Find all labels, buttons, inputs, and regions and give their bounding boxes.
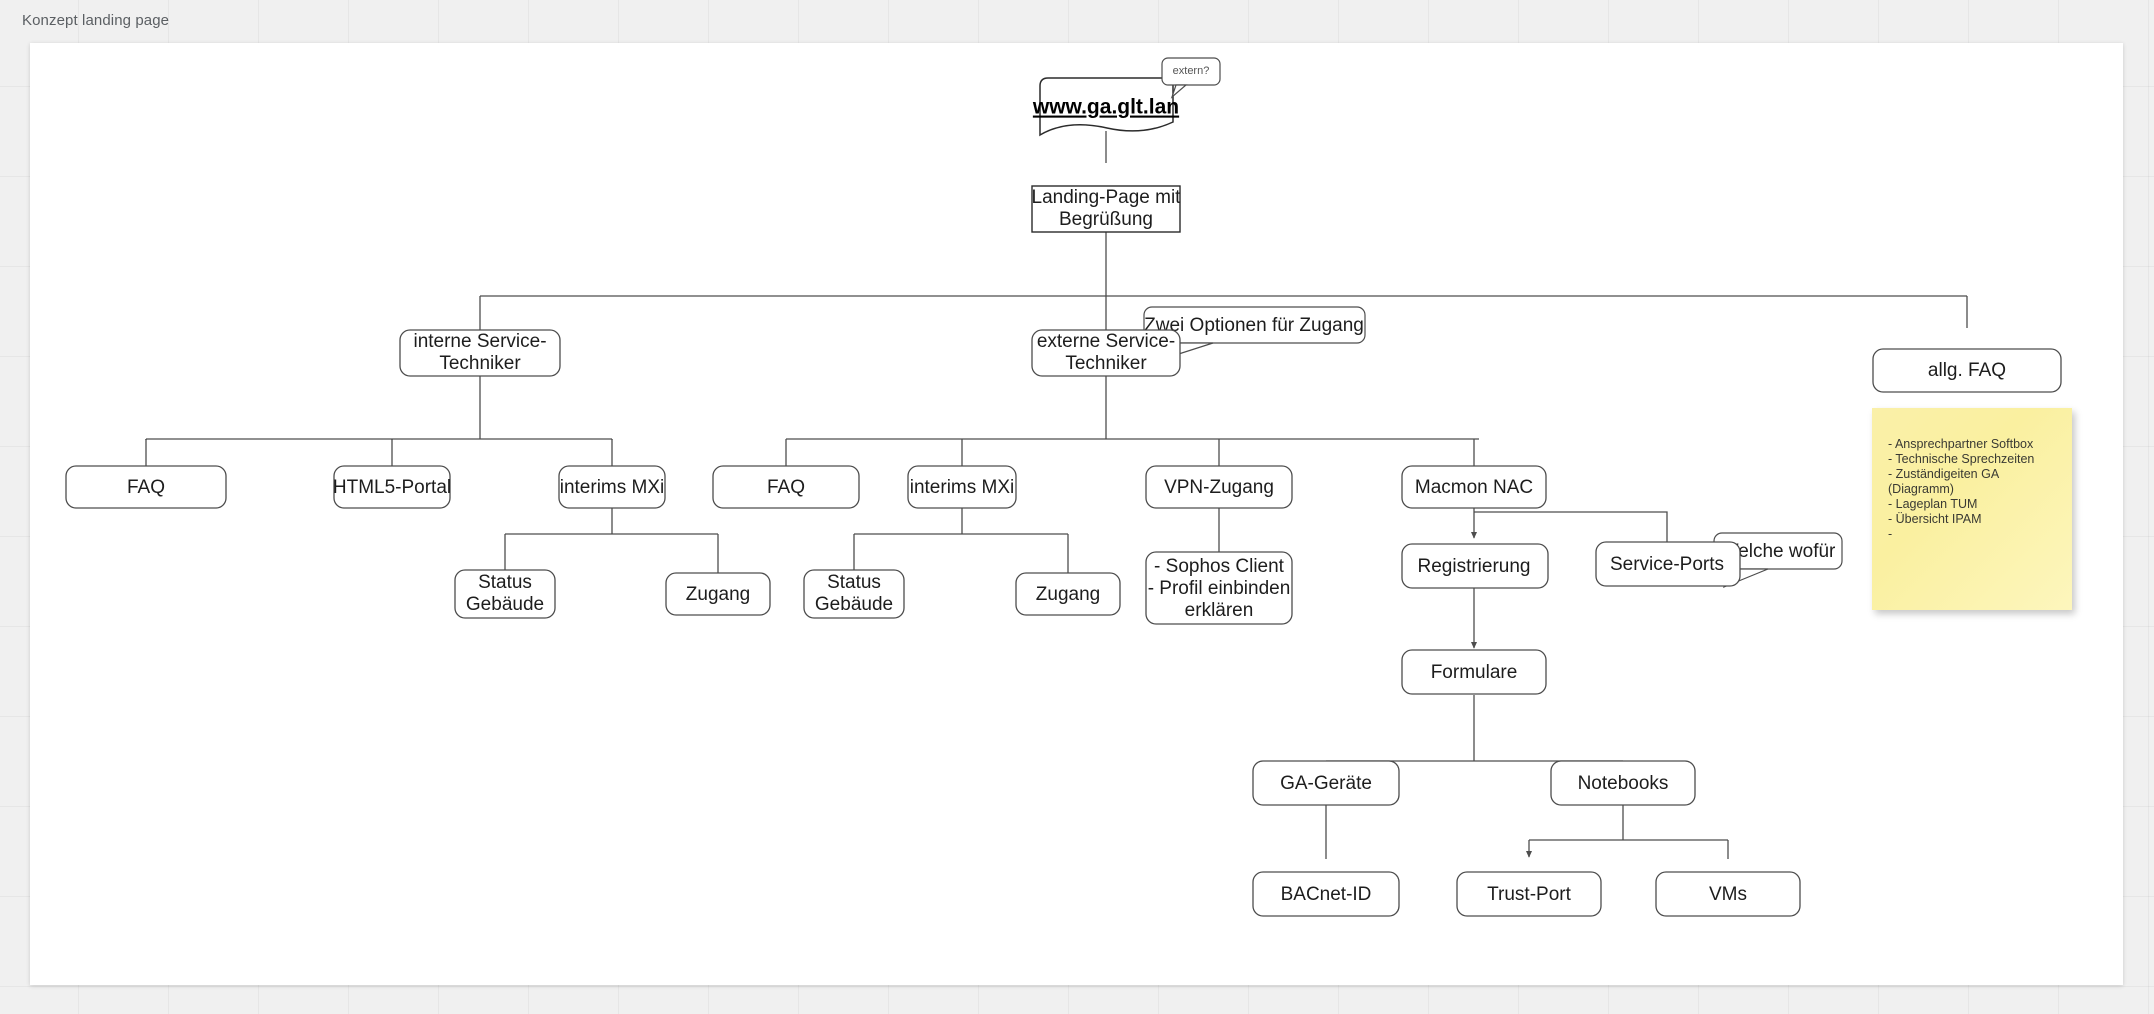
node-zugang-1-label: Zugang	[686, 584, 750, 605]
node-status-gebaeude-1-label2: Gebäude	[466, 594, 544, 615]
node-faq-intern-label: FAQ	[127, 477, 165, 498]
node-vms-label: VMs	[1709, 884, 1747, 905]
node-formulare[interactable]: Formulare	[1401, 649, 1547, 695]
node-service-ports-label: Service-Ports	[1610, 554, 1724, 575]
sticky-line-0: - Ansprechpartner Softbox	[1888, 437, 2034, 451]
node-externe-label2: Techniker	[1065, 353, 1147, 374]
node-ga-geraete-box	[1252, 760, 1400, 806]
node-ga-geraete[interactable]: GA-Geräte	[1252, 760, 1400, 806]
node-allg-faq[interactable]: allg. FAQ	[1872, 348, 2062, 393]
sticky-line-6: -	[1888, 527, 1893, 541]
edge-layer	[145, 131, 1968, 859]
document-shape	[1039, 77, 1174, 137]
node-vpn-zugang-label: VPN-Zugang	[1164, 477, 1274, 498]
node-landing-page-label2: Begrüßung	[1059, 209, 1153, 230]
node-ga-geraete-label: GA-Geräte	[1280, 773, 1372, 794]
sticky-note-content: - Ansprechpartner Softbox - Technische S…	[1872, 408, 2072, 553]
callout-extern[interactable]: extern?	[1161, 57, 1221, 99]
node-faq-intern[interactable]: FAQ	[65, 465, 227, 509]
node-interims-mxi-1-label: interims MXi	[560, 477, 665, 498]
sticky-line-4: - Lageplan TUM	[1888, 497, 1978, 511]
node-notebooks-box	[1550, 760, 1696, 806]
node-sophos-client-label3: erklären	[1185, 600, 1254, 621]
node-html5-portal-label: HTML5-Portal	[333, 477, 451, 498]
sticky-line-1: - Technische Sprechzeiten	[1888, 452, 2035, 466]
node-notebooks-label: Notebooks	[1578, 773, 1669, 794]
document-title: Konzept landing page	[22, 12, 170, 29]
edge-connectors	[145, 439, 1475, 573]
node-allg-faq-box	[1872, 348, 2062, 393]
node-interne-service-techniker[interactable]: interne Service- Techniker	[399, 329, 561, 377]
node-status-gebaeude-2[interactable]: Status Gebäude	[803, 569, 905, 619]
node-landing-page-box	[1031, 185, 1181, 233]
node-formulare-box	[1401, 649, 1547, 695]
node-interims-mxi-1[interactable]: interims MXi	[558, 465, 666, 509]
node-status-gebaeude-2-label2: Gebäude	[815, 594, 893, 615]
node-sophos-client-box	[1145, 551, 1293, 625]
node-registrierung-box	[1401, 543, 1549, 589]
node-bacnet-id-label: BACnet-ID	[1281, 884, 1372, 905]
node-zugang-2[interactable]: Zugang	[1015, 572, 1121, 616]
sticky-line-5: - Übersicht IPAM	[1888, 512, 1982, 526]
node-vms-box	[1655, 871, 1801, 917]
callout-extern-label: extern?	[1173, 65, 1210, 77]
node-registrierung-label: Registrierung	[1418, 556, 1531, 577]
node-html5-portal[interactable]: HTML5-Portal	[333, 465, 451, 509]
node-interne-label: interne Service-	[413, 331, 546, 352]
callout-zwei-box	[1143, 306, 1366, 344]
node-vpn-zugang[interactable]: VPN-Zugang	[1145, 465, 1293, 509]
node-landing-page-label: Landing-Page mit	[1032, 187, 1182, 208]
node-trust-port-box	[1456, 871, 1602, 917]
url-document-node[interactable]: www.ga.glt.lan	[1032, 77, 1179, 137]
callout-extern-tail	[1170, 84, 1188, 99]
node-allg-faq-label: allg. FAQ	[1928, 360, 2006, 381]
node-formulare-label: Formulare	[1431, 662, 1518, 683]
node-service-ports[interactable]: Service-Ports	[1595, 541, 1741, 587]
edge-macmon-to-serviceports	[1474, 511, 1668, 542]
node-zugang-2-label: Zugang	[1036, 584, 1100, 605]
sticky-line-3: (Diagramm)	[1888, 482, 1954, 496]
node-interims-mxi-2[interactable]: interims MXi	[907, 465, 1017, 509]
node-bacnet-id[interactable]: BACnet-ID	[1252, 871, 1400, 917]
node-externe-box	[1031, 329, 1181, 377]
node-trust-port-label: Trust-Port	[1487, 884, 1571, 905]
node-macmon-nac[interactable]: Macmon NAC	[1401, 465, 1547, 509]
node-macmon-nac-label: Macmon NAC	[1415, 477, 1533, 498]
node-landing-page[interactable]: Landing-Page mit Begrüßung	[1031, 185, 1182, 233]
callout-extern-box	[1161, 57, 1221, 86]
node-interne-box	[399, 329, 561, 377]
node-sophos-client-label: - Sophos Client	[1154, 556, 1285, 577]
node-trust-port[interactable]: Trust-Port	[1456, 871, 1602, 917]
sticky-note[interactable]: - Ansprechpartner Softbox - Technische S…	[1872, 408, 2072, 610]
node-sophos-client[interactable]: - Sophos Client - Profil einbinden erklä…	[1145, 551, 1293, 625]
node-status-gebaeude-1[interactable]: Status Gebäude	[454, 569, 556, 619]
node-registrierung[interactable]: Registrierung	[1401, 543, 1549, 589]
node-sophos-client-label2: - Profil einbinden	[1148, 578, 1291, 599]
node-zugang-1[interactable]: Zugang	[665, 572, 771, 616]
node-faq-extern[interactable]: FAQ	[712, 465, 860, 509]
node-status-gebaeude-1-label: Status	[478, 572, 532, 593]
callout-welche-label: Welche wofür	[1721, 541, 1836, 562]
node-interims-mxi-2-label: interims MXi	[910, 477, 1015, 498]
node-vms[interactable]: VMs	[1655, 871, 1801, 917]
node-status-gebaeude-2-label: Status	[827, 572, 881, 593]
node-bacnet-id-box	[1252, 871, 1400, 917]
node-interne-label2: Techniker	[439, 353, 521, 374]
url-label: www.ga.glt.lan	[1032, 96, 1179, 119]
node-faq-extern-label: FAQ	[767, 477, 805, 498]
node-service-ports-box	[1595, 541, 1741, 587]
callout-zwei-label: Zwei Optionen für Zugang	[1144, 315, 1364, 336]
node-notebooks[interactable]: Notebooks	[1550, 760, 1696, 806]
node-externe-service-techniker[interactable]: externe Service- Techniker	[1031, 329, 1181, 377]
sticky-line-2: - Zuständigeiten GA	[1888, 467, 2000, 481]
node-externe-label: externe Service-	[1037, 331, 1175, 352]
